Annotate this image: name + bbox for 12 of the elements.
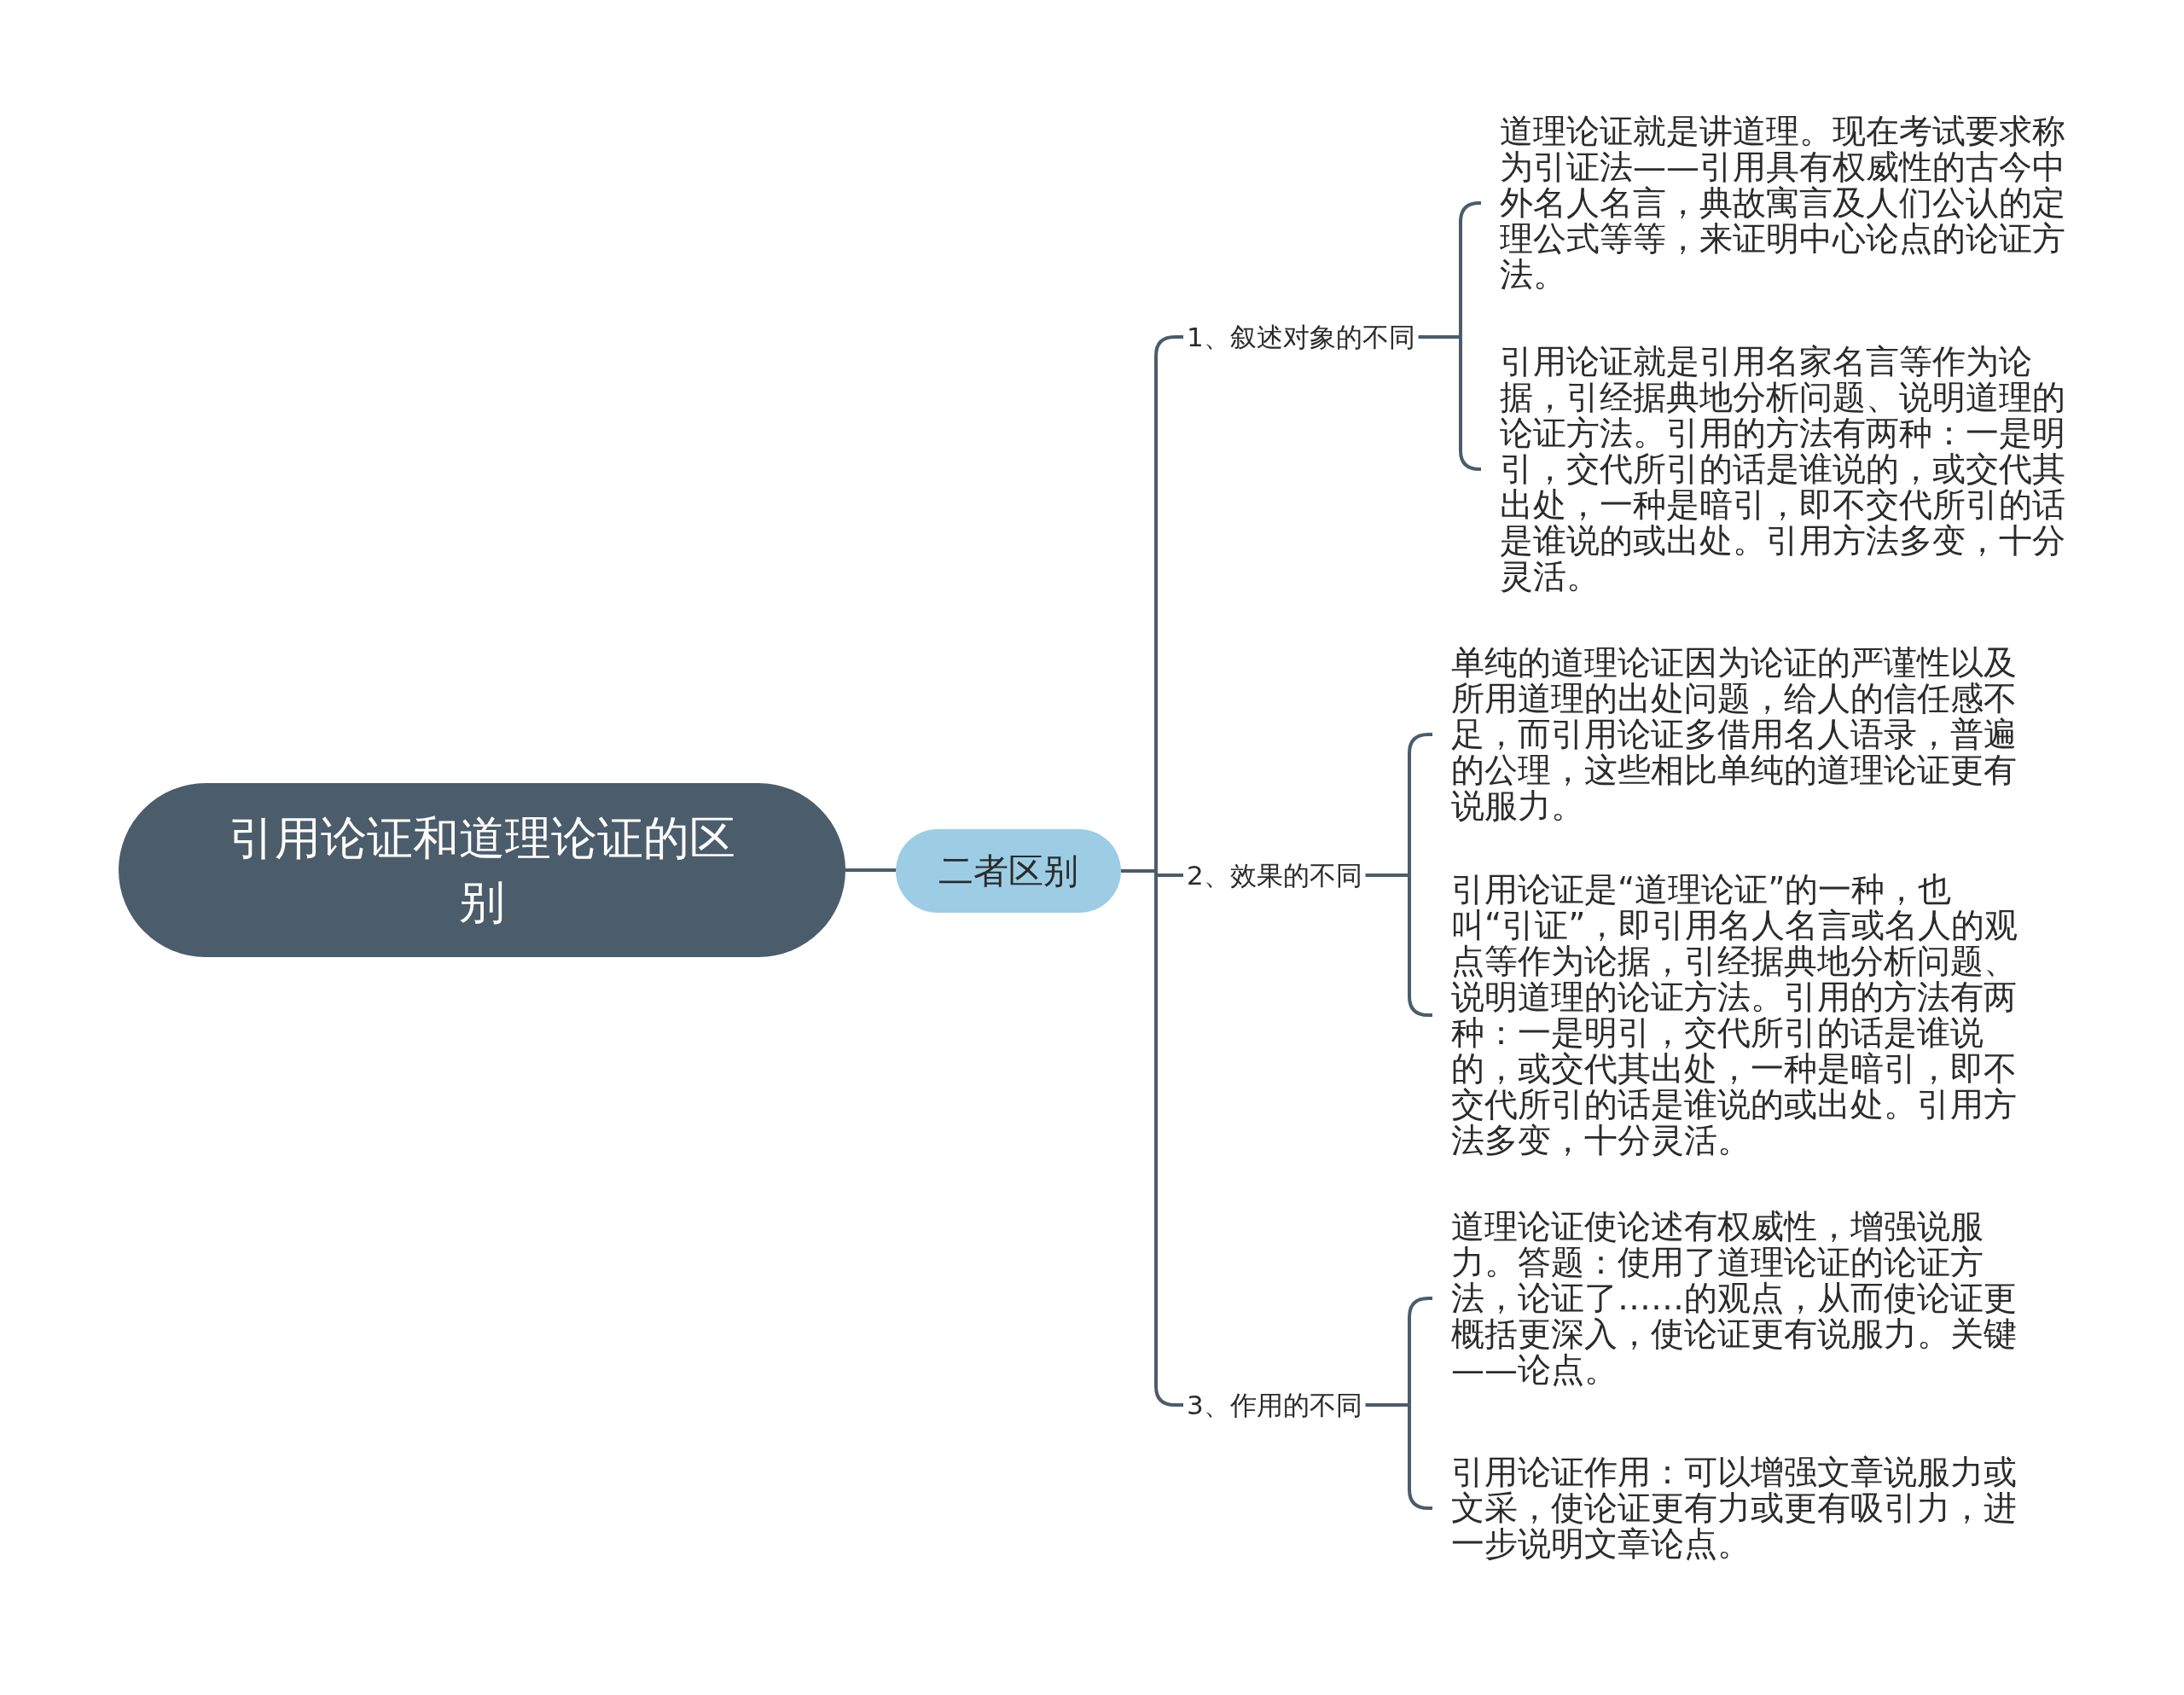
topic-pill: 二者区别 [896,829,1121,913]
note-text: 引用论证就是引用名家名言等作为论据，引经据典地分析问题、说明道理的论证方法。引用的方法有两种：一是明引，交代所引的话是谁说的，或交代其出处，一种是暗引，即不交代所引的话是谁说的或出处。引用方法多变，十分灵活。 [1481,344,2078,595]
root-topic: 引用论证和道理论证的区别 [119,783,845,957]
branch-label: 3、作用的不同 [1183,1388,1366,1422]
branch-label: 2、效果的不同 [1183,858,1366,892]
connector-line [845,868,896,872]
note-text: 道理论证就是讲道理。现在考试要求称为引证法——引用具有权威性的古今中外名人名言，典故寓言及人们公认的定理公式等等，来证明中心论点的论证方法。 [1481,113,2078,293]
note-text: 引用论证是“道理论证”的一种，也叫“引证”，即引用名人名言或名人的观点等作为论据，引经据典地分析问题、说明道理的论证方法。引用的方法有两种：一是明引，交代所引的话是谁说的，或交代其出处，一种是暗引，即不交代所引的话是谁说的或出处。引用方法多变，十分灵活。 [1432,872,2030,1158]
note-text: 道理论证使论述有权威性，增强说服力。答题：使用了道理论证的论证方法，论证了……的观点，从而使论证更概括更深入，使论证更有说服力。关键——论点。 [1432,1209,2030,1388]
note-text: 单纯的道理论证因为论证的严谨性以及所用道理的出处问题，给人的信任感不足，而引用论证多借用名人语录，普遍的公理，这些相比单纯的道理论证更有说服力。 [1432,645,2030,824]
note-text: 引用论证作用：可以增强文章说服力或文采，使论证更有力或更有吸引力，进一步说明文章论点。 [1432,1454,2030,1562]
branch-label: 1、叙述对象的不同 [1183,320,1419,354]
